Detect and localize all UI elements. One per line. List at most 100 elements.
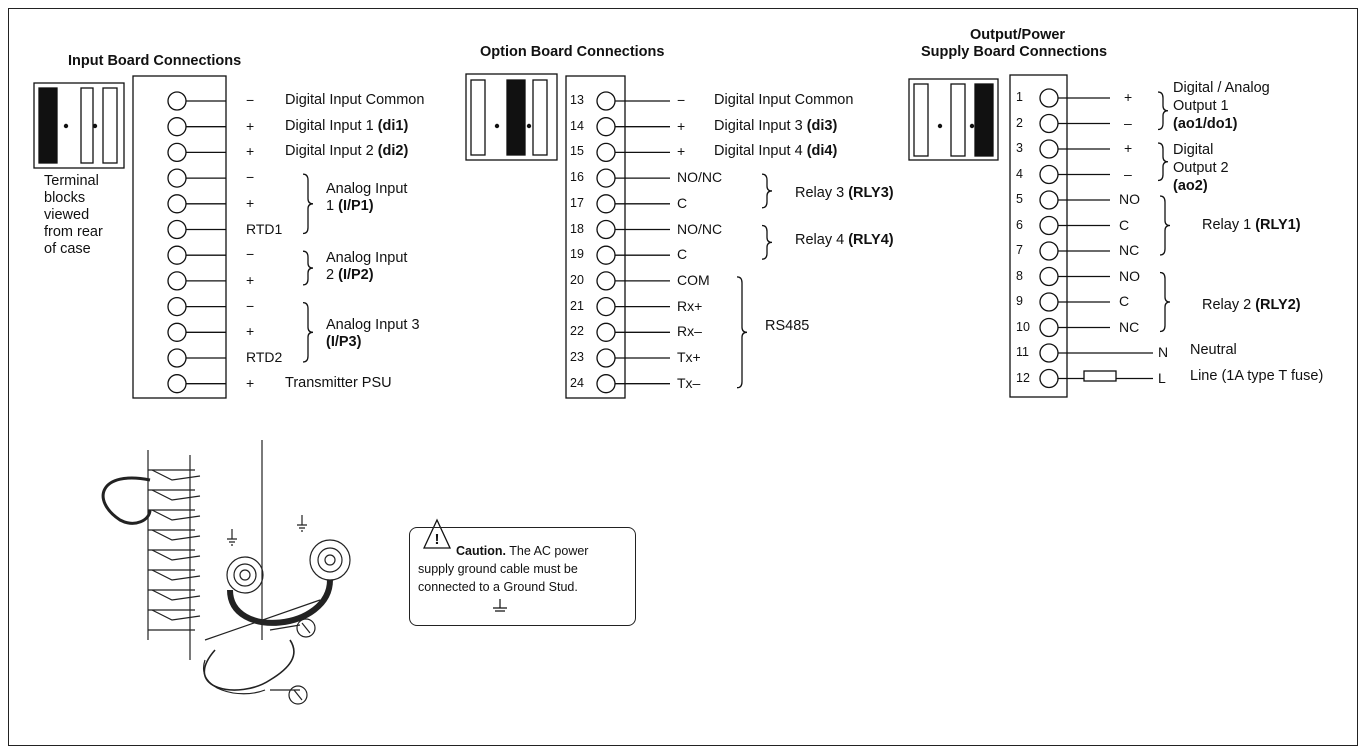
- option-terminal-polarity: Rx–: [677, 323, 702, 340]
- option-terminal-number: 20: [570, 272, 584, 287]
- output-terminal-number: 4: [1016, 166, 1023, 181]
- relay2-brace: [1159, 271, 1171, 333]
- terminal-circle: [167, 271, 187, 291]
- rs485-brace: [736, 276, 748, 389]
- output-terminal-polarity: N: [1158, 344, 1169, 360]
- relay2-label: Relay 2 (RLY2): [1202, 297, 1301, 313]
- terminal-circle: [596, 271, 616, 291]
- relay1-brace: [1159, 195, 1171, 256]
- svg-text:!: !: [435, 531, 440, 548]
- terminal-circle: [1039, 139, 1059, 159]
- terminal-circle: [1039, 215, 1059, 236]
- output-terminal-number: 10: [1016, 319, 1030, 334]
- line-label: Line (1A type T fuse): [1190, 368, 1324, 384]
- input-terminal-block-icon: [33, 82, 125, 169]
- option-terminal-number: 16: [570, 170, 584, 185]
- option-terminal-polarity: NO/NC: [677, 169, 723, 186]
- terminal-circle: [596, 142, 616, 163]
- output-terminal-number: 2: [1016, 115, 1023, 130]
- terminal-circle: [167, 168, 187, 188]
- option-terminal-polarity: +: [677, 143, 686, 160]
- relay4-brace: [761, 224, 773, 260]
- output-terminal-number: 3: [1016, 141, 1023, 155]
- output-terminal-polarity: –: [1124, 114, 1132, 131]
- relay3-label: Relay 3 (RLY3): [795, 185, 894, 201]
- terminal-circle: [167, 348, 187, 368]
- output2-brace: [1157, 142, 1169, 182]
- input-terminal-label: Transmitter PSU: [285, 374, 392, 391]
- output-board-title-2: Supply Board Connections: [921, 44, 1108, 60]
- option-terminal-number: 14: [570, 118, 584, 133]
- input-terminal-polarity: +: [246, 271, 255, 288]
- input-terminal-polarity: +: [246, 323, 255, 340]
- option-terminal-number: 19: [570, 247, 584, 262]
- input-terminal-polarity: +: [246, 374, 255, 391]
- input-terminal-polarity: −: [246, 246, 255, 263]
- option-terminal-polarity: +: [677, 117, 686, 134]
- terminal-circle: [596, 348, 616, 368]
- option-terminal-polarity: C: [677, 246, 688, 263]
- output-terminal-polarity: NC: [1119, 318, 1140, 335]
- option-board-block: [565, 75, 626, 399]
- output-terminal-number: 12: [1016, 370, 1030, 385]
- option-terminal-number: 18: [570, 221, 584, 236]
- relay1-label: Relay 1 (RLY1): [1202, 217, 1301, 233]
- input-terminal-polarity: RTD1: [246, 220, 283, 237]
- output-terminal-polarity: NC: [1119, 242, 1140, 258]
- terminal-circle: [1039, 241, 1059, 261]
- terminal-circle: [1039, 88, 1059, 108]
- terminal-circle: [167, 142, 187, 163]
- option-terminal-number: 13: [570, 93, 584, 107]
- terminal-circle: [1039, 368, 1059, 389]
- output-group-1: Digital / Analog Output 1 (ao1/do1): [1173, 80, 1270, 132]
- analog-input-2-brace: [302, 250, 314, 286]
- output-terminal-polarity: C: [1119, 293, 1130, 309]
- option-terminal-number: 23: [570, 350, 584, 364]
- input-terminal-label: Digital Input 1 (di1): [285, 117, 409, 134]
- output-terminal-number: 1: [1016, 90, 1023, 104]
- option-terminal-polarity: NO/NC: [677, 220, 723, 237]
- option-terminal-polarity: COM: [677, 271, 710, 288]
- option-terminal-polarity: Rx+: [677, 297, 703, 314]
- terminal-circle: [167, 91, 187, 111]
- output-terminal-number: 9: [1016, 294, 1023, 308]
- terminal-circle: [596, 168, 616, 188]
- ground-hardware-illustration: [101, 440, 351, 705]
- neutral-label: Neutral: [1190, 342, 1237, 358]
- input-board-title: Input Board Connections: [68, 53, 242, 69]
- input-group-3: Analog Input 3 (I/P3): [326, 317, 420, 350]
- terminal-circle: [596, 117, 616, 137]
- terminal-circle: [1039, 266, 1059, 287]
- terminal-circle: [1039, 343, 1059, 363]
- warning-icon: [422, 518, 452, 549]
- terminal-circle: [596, 194, 616, 214]
- terminal-circle: [1039, 164, 1059, 185]
- output-group-2: Digital Output 2 (ao2): [1173, 142, 1229, 194]
- input-terminal-polarity: +: [246, 143, 255, 160]
- terminal-circle: [167, 194, 187, 214]
- terminal-circle: [596, 91, 616, 111]
- option-terminal-number: 17: [570, 195, 584, 210]
- option-terminal-label: Digital Input Common: [714, 92, 854, 108]
- output-board-title: Output/Power: [970, 27, 1066, 43]
- ground-symbol-icon: [493, 599, 507, 612]
- output-terminal-polarity: NO: [1119, 267, 1140, 284]
- input-group-1: Analog Input 1 (I/P1): [326, 181, 408, 214]
- option-terminal-polarity: Tx–: [677, 374, 701, 391]
- terminal-note: Terminal blocks viewed from rear of case: [44, 173, 103, 257]
- fuse-symbol: [1083, 370, 1117, 382]
- input-terminal-polarity: −: [246, 169, 255, 186]
- terminal-circle: [1039, 292, 1059, 312]
- output-terminal-block-icon: [908, 78, 999, 161]
- input-board-block: [132, 75, 227, 399]
- output-board-block: [1009, 74, 1068, 398]
- output-terminal-number: 8: [1016, 268, 1023, 283]
- option-terminal-number: 24: [570, 375, 584, 390]
- terminal-circle: [596, 322, 616, 342]
- input-terminal-polarity: −: [246, 92, 255, 108]
- rs485-label: RS485: [765, 318, 810, 334]
- output-terminal-polarity: +: [1124, 140, 1133, 156]
- caution-box: Caution. The AC power supply ground cabl…: [409, 527, 636, 626]
- option-terminal-polarity: Tx+: [677, 349, 701, 365]
- relay3-brace: [761, 173, 773, 209]
